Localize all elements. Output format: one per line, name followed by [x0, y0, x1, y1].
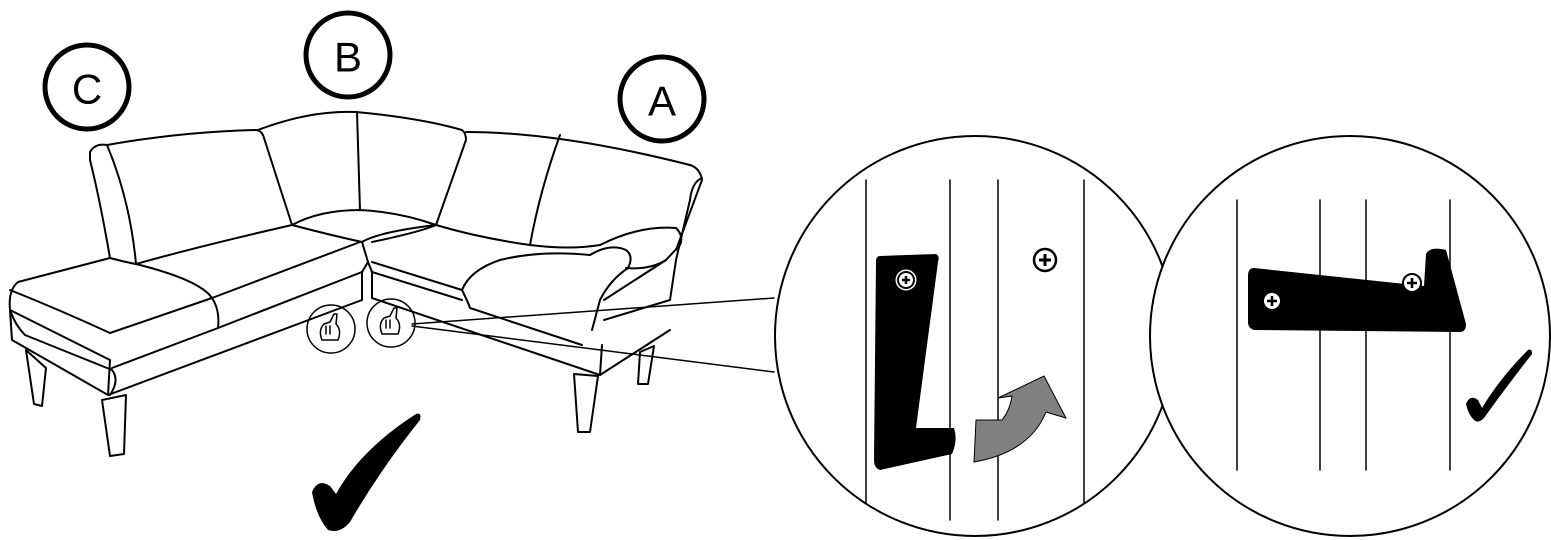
hand-pointing-icon [366, 298, 416, 348]
l-bracket [1248, 248, 1466, 332]
detail-after [1149, 135, 1551, 537]
screw-plus-icon [1032, 247, 1058, 273]
screw-plus-icon [1402, 273, 1422, 293]
label-c: C [42, 42, 132, 132]
sofa-section-c [8, 129, 363, 457]
screw-plus-icon [895, 269, 917, 291]
sofa-section-b [257, 110, 467, 301]
label-a-text: A [648, 78, 676, 125]
label-b: B [303, 10, 393, 100]
corner-sofa [8, 110, 703, 457]
check-icon [1466, 349, 1532, 422]
check-icon [312, 413, 421, 531]
screw-plus-icon [1262, 291, 1282, 311]
sofa-section-a [371, 131, 703, 433]
hand-pointing-icon [306, 304, 356, 354]
l-bracket [874, 254, 956, 470]
label-c-text: C [72, 66, 102, 113]
zoom-callout-lines [411, 297, 775, 373]
label-a: A [617, 54, 707, 144]
detail-before [774, 135, 1176, 537]
curved-arrow-icon [973, 375, 1067, 463]
label-b-text: B [334, 34, 362, 81]
